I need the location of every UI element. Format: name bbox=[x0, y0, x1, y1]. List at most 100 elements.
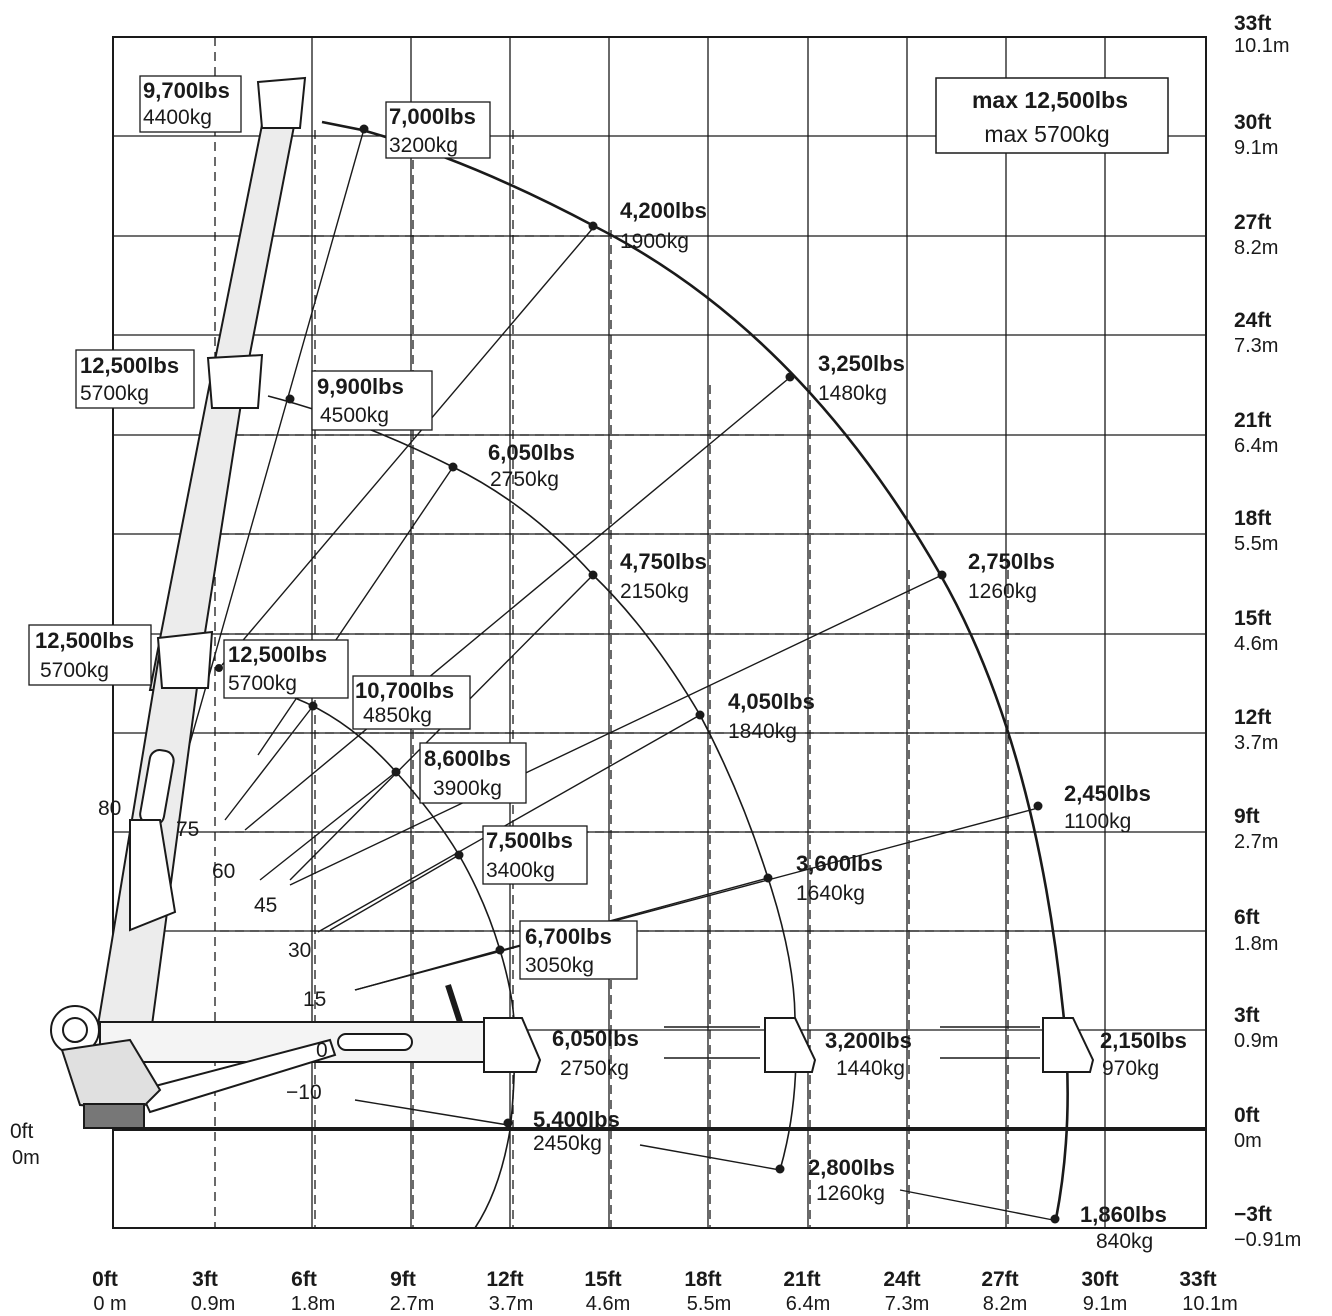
y-tick-m: 0m bbox=[1234, 1130, 1262, 1152]
y-tick-ft: 24ft bbox=[1234, 309, 1271, 332]
y-tick-m: 6.4m bbox=[1234, 435, 1278, 457]
y-tick-m: 9.1m bbox=[1234, 137, 1278, 159]
x-tick-ft: 6ft bbox=[291, 1268, 317, 1291]
x-tick-m: 4.6m bbox=[586, 1293, 630, 1315]
load-kg: 2450kg bbox=[533, 1132, 602, 1155]
x-tick-m: 6.4m bbox=[786, 1293, 830, 1315]
leader-lines bbox=[187, 128, 1054, 1221]
load-point bbox=[1050, 1214, 1060, 1224]
load-kg: 3400kg bbox=[486, 859, 555, 882]
x-tick-m: 10.1m bbox=[1182, 1293, 1238, 1315]
load-point bbox=[775, 1164, 785, 1174]
load-point bbox=[785, 372, 795, 382]
x-tick-ft: 15ft bbox=[584, 1268, 621, 1291]
x-tick-ft: 30ft bbox=[1081, 1268, 1118, 1291]
y-tick-m: 0.9m bbox=[1234, 1030, 1278, 1052]
x-tick-ft: 21ft bbox=[783, 1268, 820, 1291]
load-point bbox=[588, 570, 598, 580]
load-point bbox=[1033, 801, 1043, 811]
y-tick-m: 10.1m bbox=[1234, 35, 1290, 57]
x-tick-m: 3.7m bbox=[489, 1293, 533, 1315]
y-tick-m: 5.5m bbox=[1234, 533, 1278, 555]
y-tick-ft: 21ft bbox=[1234, 409, 1271, 432]
x-tick-ft: 24ft bbox=[883, 1268, 920, 1291]
load-kg: 1260kg bbox=[816, 1182, 885, 1205]
load-lbs: 2,800lbs bbox=[808, 1155, 895, 1180]
y-tick-m: 7.3m bbox=[1234, 335, 1278, 357]
crane-illustration bbox=[50, 76, 1095, 1129]
y-axis-labels: 33ft 10.1m 30ft 9.1m 27ft 8.2m 24ft 7.3m… bbox=[1234, 12, 1301, 1251]
load-kg: 4850kg bbox=[363, 704, 432, 727]
load-kg: 2750kg bbox=[490, 468, 559, 491]
load-lbs: 12,500lbs bbox=[80, 353, 179, 378]
ext-head-30ft bbox=[1042, 1017, 1095, 1073]
angle-label: 30 bbox=[288, 939, 311, 962]
boxed-label: 10,700lbs 4850kg bbox=[352, 675, 471, 730]
load-point bbox=[391, 767, 401, 777]
boom-head-top bbox=[256, 76, 307, 129]
angle-label: 45 bbox=[254, 894, 277, 917]
boom-head-low bbox=[156, 630, 214, 689]
load-lbs: 6,700lbs bbox=[525, 924, 612, 949]
ground-label-ft: 0ft bbox=[10, 1120, 34, 1143]
load-kg: 2750kg bbox=[560, 1057, 629, 1080]
load-point bbox=[359, 124, 369, 134]
x-tick-m: 0 m bbox=[93, 1293, 126, 1315]
load-lbs: 1,860lbs bbox=[1080, 1202, 1167, 1227]
load-kg: 4400kg bbox=[143, 106, 212, 129]
load-lbs: 9,700lbs bbox=[143, 78, 230, 103]
x-axis-labels: 0ft 0 m 3ft 0.9m 6ft 1.8m 9ft 2.7m 12ft … bbox=[92, 1268, 1238, 1315]
y-tick-ft: −3ft bbox=[1234, 1203, 1272, 1226]
x-tick-m: 5.5m bbox=[687, 1293, 731, 1315]
load-lbs: 8,600lbs bbox=[424, 746, 511, 771]
y-tick-ft: 9ft bbox=[1234, 805, 1260, 828]
load-kg: 1100kg bbox=[1064, 810, 1131, 833]
x-tick-m: 2.7m bbox=[390, 1293, 434, 1315]
load-points bbox=[215, 124, 1060, 1224]
load-kg: 1900kg bbox=[620, 230, 689, 253]
x-tick-ft: 0ft bbox=[92, 1268, 118, 1291]
load-lbs: 3,250lbs bbox=[818, 351, 905, 376]
load-lbs: 4,200lbs bbox=[620, 198, 707, 223]
load-point bbox=[448, 462, 458, 472]
boxed-label: 12,500lbs 5700kg bbox=[223, 639, 349, 699]
y-tick-m: 3.7m bbox=[1234, 732, 1278, 754]
boxed-label: 9,700lbs 4400kg bbox=[139, 75, 242, 133]
upper-boom-section bbox=[206, 94, 302, 396]
load-point bbox=[588, 221, 598, 231]
load-lbs: 7,500lbs bbox=[486, 828, 573, 853]
load-point bbox=[285, 394, 295, 404]
load-point bbox=[937, 570, 947, 580]
crane-base-body bbox=[60, 1038, 162, 1112]
boxed-label: 7,000lbs 3200kg bbox=[385, 101, 491, 159]
x-tick-ft: 3ft bbox=[192, 1268, 218, 1291]
load-kg: 5700kg bbox=[80, 382, 149, 405]
crane-slew-gear bbox=[83, 1103, 145, 1129]
x-tick-ft: 12ft bbox=[486, 1268, 523, 1291]
load-point bbox=[215, 664, 223, 672]
boxed-label: 9,900lbs 4500kg bbox=[311, 370, 433, 431]
load-point bbox=[495, 945, 505, 955]
x-tick-ft: 18ft bbox=[684, 1268, 721, 1291]
load-kg: 5700kg bbox=[228, 672, 297, 695]
y-tick-ft: 27ft bbox=[1234, 211, 1271, 234]
horizontal-boom-decal bbox=[337, 1033, 413, 1051]
load-lbs: 2,150lbs bbox=[1100, 1028, 1187, 1053]
lift-cylinder bbox=[129, 819, 177, 932]
load-kg: 840kg bbox=[1096, 1230, 1153, 1253]
load-lbs: 6,050lbs bbox=[552, 1026, 639, 1051]
boxed-label: 8,600lbs 3900kg bbox=[419, 742, 527, 804]
load-kg: 3900kg bbox=[433, 777, 502, 800]
boxed-label: 12,500lbs 5700kg bbox=[28, 624, 152, 686]
angle-label: 60 bbox=[212, 860, 235, 883]
x-tick-m: 1.8m bbox=[291, 1293, 335, 1315]
ground-label-m: 0m bbox=[12, 1147, 40, 1169]
y-tick-m: −0.91m bbox=[1234, 1229, 1301, 1251]
x-tick-m: 9.1m bbox=[1083, 1293, 1127, 1315]
load-lbs: 12,500lbs bbox=[228, 642, 327, 667]
load-kg: 5700kg bbox=[40, 659, 109, 682]
y-tick-m: 1.8m bbox=[1234, 933, 1278, 955]
y-tick-m: 4.6m bbox=[1234, 633, 1278, 655]
load-kg: 1840kg bbox=[728, 720, 797, 743]
x-tick-ft: 9ft bbox=[390, 1268, 416, 1291]
